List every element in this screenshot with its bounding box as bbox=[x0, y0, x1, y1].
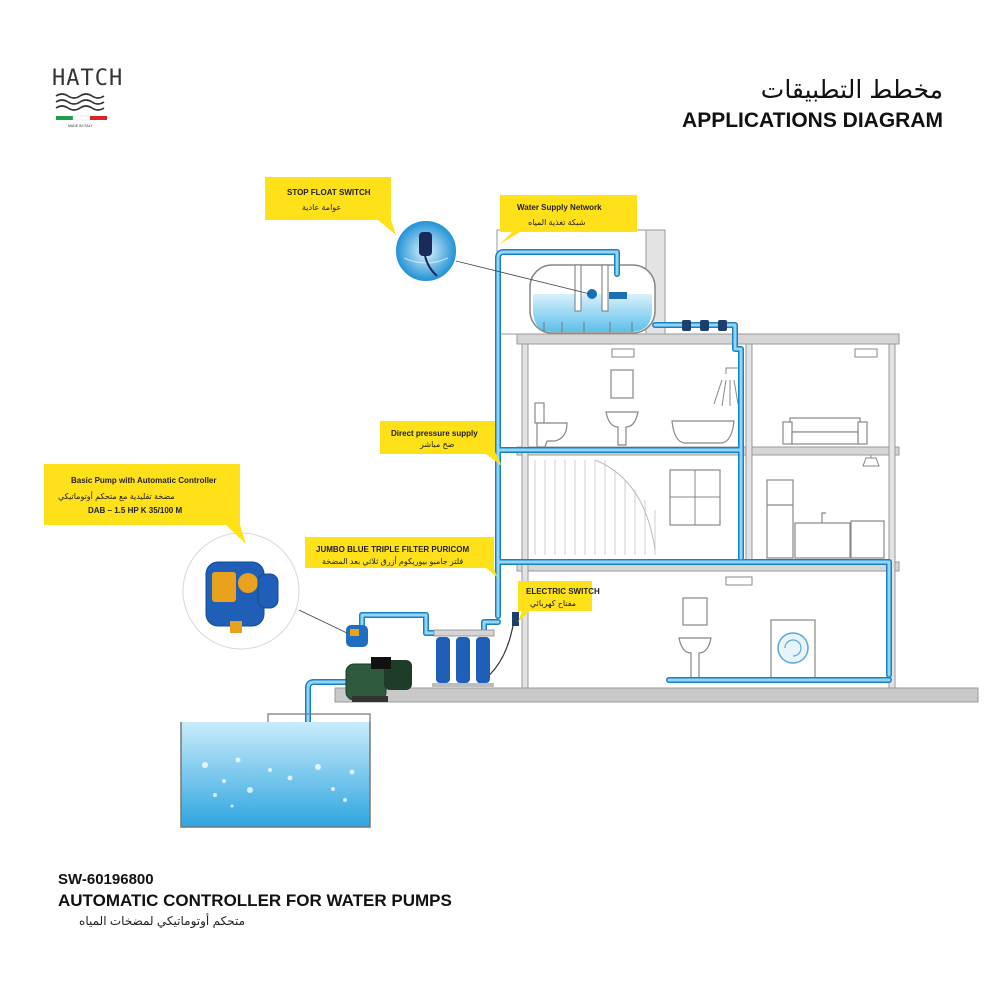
title-ar: مخطط التطبيقات bbox=[761, 76, 943, 104]
callout-water-supply-en: Water Supply Network bbox=[517, 203, 602, 212]
brand-logo: HATCH MADE IN ITALY bbox=[52, 66, 123, 128]
underground-tank bbox=[181, 714, 370, 827]
callout-water-supply-ar: شبكة تغذية المياه bbox=[528, 218, 586, 227]
lamp-icon bbox=[863, 455, 879, 466]
logo-sub: MADE IN ITALY bbox=[68, 124, 93, 128]
callout-stop-float-ar: عوامة عادية bbox=[302, 203, 341, 212]
callout-basic-pump-ar: مضخة تقليدية مع متحكم أوتوماتيكي bbox=[58, 491, 175, 501]
callout-electric-switch-ar: مفتاح كهربائي bbox=[530, 599, 576, 608]
callout-filter-en: JUMBO BLUE TRIPLE FILTER PURICOM bbox=[316, 545, 470, 554]
callout-stop-float-en: STOP FLOAT SWITCH bbox=[287, 188, 371, 197]
fridge-icon bbox=[767, 480, 793, 558]
callout-filter-ar: فلتر جامبو بيوريكوم أزرق ثلاثي بعد المضخ… bbox=[322, 556, 463, 566]
italy-flag-icon bbox=[56, 116, 107, 120]
bathtub-icon bbox=[672, 421, 734, 443]
logo-waves-icon bbox=[56, 94, 104, 110]
callout-direct-pressure: Direct pressure supply ضخ مباشر bbox=[380, 421, 502, 466]
callout-electric-switch-en: ELECTRIC SWITCH bbox=[526, 587, 600, 596]
callout-filter: JUMBO BLUE TRIPLE FILTER PURICOM فلتر جا… bbox=[305, 537, 497, 577]
callout-basic-pump: Basic Pump with Automatic Controller مضخ… bbox=[44, 464, 246, 544]
callout-basic-pump-model: DAB – 1.5 HP K 35/100 M bbox=[88, 506, 182, 515]
product-title-en: AUTOMATIC CONTROLLER FOR WATER PUMPS bbox=[58, 891, 452, 910]
product-sku: SW-60196800 bbox=[58, 871, 154, 888]
valve-icons bbox=[682, 320, 727, 331]
triple-filter-icon bbox=[432, 630, 494, 687]
electric-switch-icon bbox=[512, 612, 519, 626]
sofa-icon bbox=[783, 418, 867, 444]
shower-icon bbox=[714, 368, 738, 406]
washing-machine-icon bbox=[771, 620, 815, 678]
toilet-icon bbox=[535, 403, 567, 447]
callout-basic-pump-en: Basic Pump with Automatic Controller bbox=[71, 476, 217, 485]
title-en: APPLICATIONS DIAGRAM bbox=[682, 109, 943, 132]
kitchen-counter-icon bbox=[795, 513, 884, 558]
callout-water-supply: Water Supply Network شبكة تغذية المياه bbox=[500, 195, 637, 244]
sink-icon bbox=[606, 370, 638, 445]
controller-small-icon bbox=[346, 625, 368, 647]
callout-electric-switch: ELECTRIC SWITCH مفتاح كهربائي bbox=[518, 581, 600, 622]
ground-sink-icon bbox=[679, 598, 711, 678]
product-title-ar: متحكم أوتوماتيكي لمضخات المياه bbox=[79, 913, 245, 929]
callout-direct-pressure-en: Direct pressure supply bbox=[391, 429, 478, 438]
roof-water-tank bbox=[530, 265, 655, 333]
callout-direct-pressure-ar: ضخ مباشر bbox=[419, 440, 455, 449]
logo-text: HATCH bbox=[52, 66, 123, 91]
callout-stop-float-switch: STOP FLOAT SWITCH عوامة عادية bbox=[265, 177, 396, 235]
